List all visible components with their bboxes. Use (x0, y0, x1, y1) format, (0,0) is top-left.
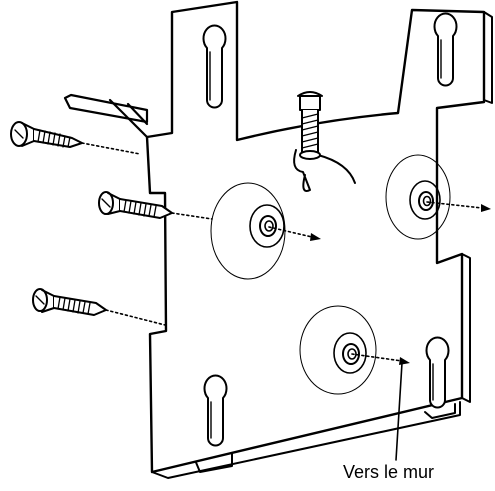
keyhole-slot-bottom-left (203, 374, 228, 447)
screw-hole-bottom (299, 305, 377, 395)
keyhole-slot-bottom-right (425, 336, 450, 409)
folded-tab (63, 93, 149, 139)
caption-leader (395, 362, 403, 461)
screw-hole-right (385, 154, 451, 240)
keyhole-slot-top-left (202, 24, 227, 109)
keyhole-slot-top-right (433, 12, 458, 87)
guide-lines (81, 142, 483, 362)
screw-top (10, 121, 83, 148)
caption-towards-wall: Vers le mur (343, 462, 435, 482)
screw-bottom (32, 288, 107, 316)
center-bolt (293, 91, 356, 192)
plate-thickness (151, 11, 493, 479)
screw-middle (98, 191, 173, 219)
